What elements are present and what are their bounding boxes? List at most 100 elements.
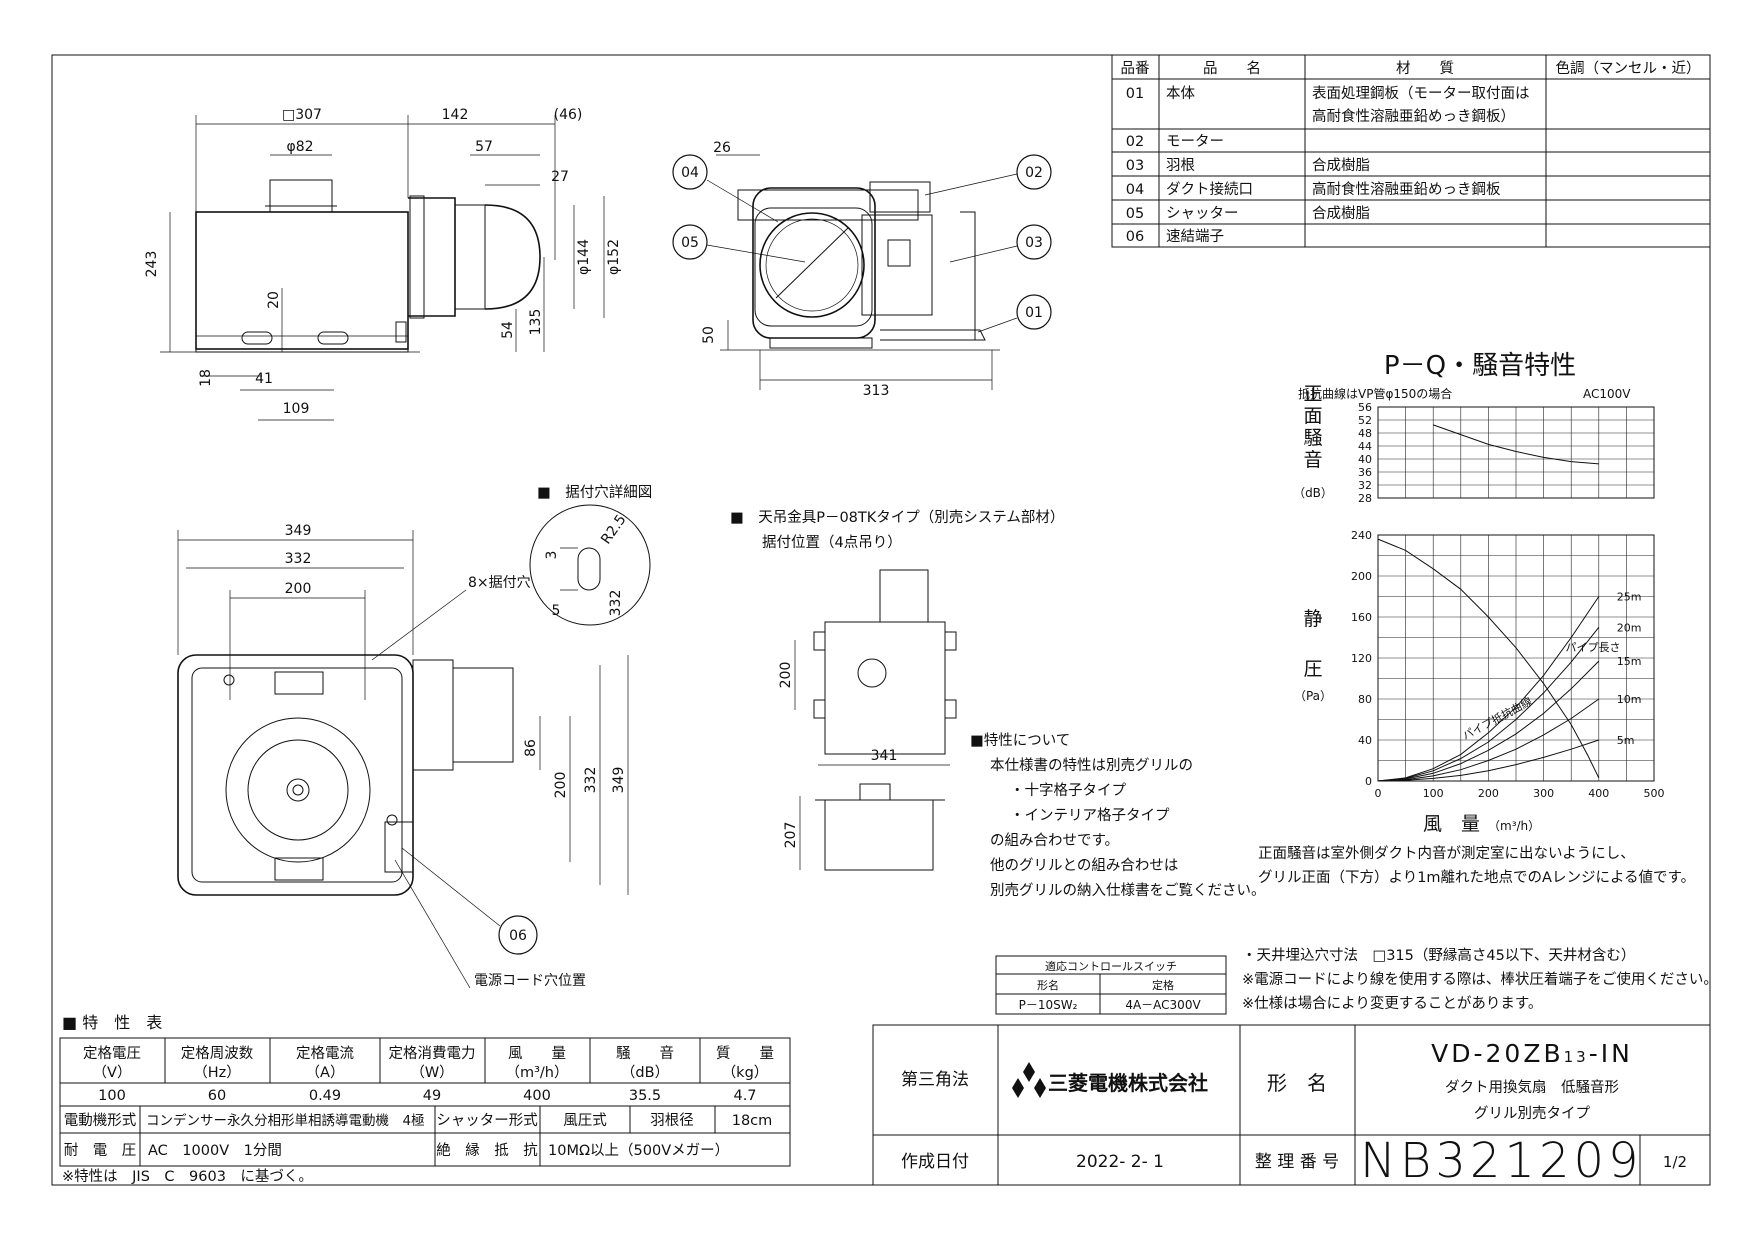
noise-ylabel-char: 正 bbox=[1303, 383, 1322, 405]
callout-01 bbox=[1016, 294, 1052, 330]
date-value: 2022- 2- 1 bbox=[1076, 1152, 1164, 1172]
cs-header: 形名 bbox=[1037, 978, 1059, 992]
noise-series-line bbox=[1433, 424, 1599, 465]
parts-row-name: モーター bbox=[1166, 133, 1224, 150]
spec-unit: （kg） bbox=[722, 1064, 769, 1081]
dim-label: φ144 bbox=[576, 239, 592, 275]
spec-unit: （dB） bbox=[621, 1064, 669, 1081]
pq-xtick: 0 bbox=[1375, 787, 1382, 800]
dim-label: 200 bbox=[778, 662, 794, 689]
parts-row-material: 表面処理鋼板（モーター取付面は bbox=[1312, 84, 1530, 102]
dim-label: 332 bbox=[285, 551, 312, 567]
dim-label: 200 bbox=[553, 772, 569, 799]
noise-ylabel-char: 騒 bbox=[1303, 427, 1322, 449]
pq-pipe-curve bbox=[1377, 739, 1599, 782]
parts-row-material: 高耐食性溶融亜鉛めっき鋼板 bbox=[1312, 180, 1501, 198]
dim-label: R2.5 bbox=[598, 512, 629, 547]
dim-label: 109 bbox=[283, 401, 310, 417]
dim-label: 142 bbox=[442, 107, 469, 123]
pq-ytick: 200 bbox=[1351, 570, 1372, 583]
pq-xlabel: 風 量 bbox=[1423, 813, 1480, 835]
parts-row-material-2: 高耐食性溶融亜鉛めっき鋼板） bbox=[1312, 107, 1515, 125]
dim-label: 5 bbox=[552, 603, 561, 619]
pq-ytick: 120 bbox=[1351, 652, 1372, 665]
dim-label: 57 bbox=[475, 139, 493, 155]
callout-label: 02 bbox=[1025, 165, 1043, 181]
pq-pipe-curve bbox=[1377, 660, 1600, 782]
dim-label: 332 bbox=[583, 767, 599, 794]
noise-yunit: （dB） bbox=[1293, 486, 1333, 500]
dim-label: 18 bbox=[198, 369, 214, 387]
noise-ytick: 48 bbox=[1358, 427, 1372, 440]
spec-header: 定格電圧 bbox=[83, 1045, 141, 1062]
dim-label: 3 bbox=[544, 551, 560, 560]
dim-label: 27 bbox=[551, 169, 569, 185]
spec-table: ■ 特 性 表 定格電圧 （V） 定格周波数 （Hz） 定格電流 （A） 定格消… bbox=[59, 1013, 791, 1185]
dim-label: 332 bbox=[608, 590, 624, 617]
side-view: □307 142 (46) φ82 57 27 243 φ144 φ152 20… bbox=[144, 107, 622, 421]
model-suffix: -IN bbox=[1589, 1039, 1633, 1068]
char-notes-line: 別売グリルの納入仕様書をご覧ください。 bbox=[990, 882, 1266, 899]
spec-unit: （Hz） bbox=[193, 1064, 241, 1081]
spec-header: 定格周波数 bbox=[181, 1045, 254, 1062]
parts-table: 品番 品 名 材 質 色調（マンセル・近） 01 本体 表面処理鋼板（モーター取… bbox=[1111, 54, 1711, 248]
callout-label: 01 bbox=[1025, 305, 1043, 321]
dim-label: φ152 bbox=[606, 239, 622, 275]
parts-row-no: 04 bbox=[1126, 182, 1144, 198]
dim-label: 86 bbox=[523, 739, 539, 757]
parts-row-no: 01 bbox=[1126, 86, 1144, 102]
pq-xtick: 100 bbox=[1423, 787, 1444, 800]
cs-value: 4A－AC300V bbox=[1125, 998, 1201, 1012]
spec-row-label: 絶 縁 抵 抗 bbox=[436, 1142, 538, 1159]
spec-value: 60 bbox=[208, 1088, 226, 1104]
page-number: 1/2 bbox=[1663, 1153, 1687, 1171]
noise-ylabel-char: 音 bbox=[1303, 449, 1322, 471]
model-label: 形 名 bbox=[1267, 1071, 1327, 1095]
dim-label: 20 bbox=[266, 291, 282, 309]
parts-row-name: 羽根 bbox=[1166, 157, 1195, 174]
model-number: VD-20ZB13-IN bbox=[1431, 1039, 1633, 1068]
dim-label: 313 bbox=[863, 383, 890, 399]
char-notes-line: ・十字格子タイプ bbox=[1010, 782, 1126, 799]
hanger-title: ■ 天吊金具P－08TKタイプ（別売システム部材） bbox=[730, 509, 1064, 526]
control-switch-table: 適応コントロールスイッチ 形名 定格 P－10SW₂ 4A－AC300V bbox=[995, 955, 1227, 1015]
noise-note: 正面騒音は室外側ダクト内音が測定室に出ないようにし、 グリル正面（下方）より1m… bbox=[1258, 845, 1695, 886]
parts-row-no: 05 bbox=[1126, 206, 1144, 222]
mitsubishi-logo-icon bbox=[1012, 1062, 1046, 1098]
parts-row-material: 合成樹脂 bbox=[1312, 205, 1370, 222]
pq-pipe-curve bbox=[1377, 596, 1600, 782]
pq-series-label: 5m bbox=[1617, 734, 1635, 747]
spec-header: 風 量 bbox=[508, 1046, 566, 1062]
pq-xunit: （m³/h） bbox=[1488, 819, 1540, 833]
spec-header: 定格電流 bbox=[296, 1045, 354, 1062]
spec-row-label: シャッター形式 bbox=[436, 1112, 538, 1129]
title-block: 第三角法 三菱電機株式会社 形 名 VD-20ZB13-IN ダクト用換気扇 低… bbox=[872, 1024, 1711, 1189]
spec-row-label: 耐 電 圧 bbox=[64, 1142, 137, 1159]
model-desc-2: グリル別売タイプ bbox=[1474, 1105, 1590, 1122]
parts-header-no: 品番 bbox=[1121, 60, 1150, 77]
spec-header: 定格消費電力 bbox=[389, 1045, 476, 1062]
chart-title: P－Q・騒音特性 bbox=[1384, 351, 1576, 381]
projection-label: 第三角法 bbox=[901, 1070, 969, 1090]
dim-label: □307 bbox=[282, 107, 322, 123]
dim-label: 349 bbox=[285, 523, 312, 539]
parts-row-name: シャッター bbox=[1166, 205, 1239, 222]
spec-row-value: 18cm bbox=[732, 1113, 773, 1129]
side-note-line: ※電源コードにより線を使用する際は、棒状圧着端子をご使用ください。 bbox=[1242, 971, 1718, 988]
pipe-title: パイプ長さ bbox=[1566, 641, 1621, 654]
char-notes-line: ・インテリア格子タイプ bbox=[1010, 807, 1170, 824]
parts-row-no: 06 bbox=[1126, 229, 1144, 245]
noise-ytick: 36 bbox=[1358, 466, 1372, 479]
pq-yunit: （Pa） bbox=[1294, 689, 1332, 703]
dim-label: 41 bbox=[255, 371, 273, 387]
doc-label: 整 理 番 号 bbox=[1255, 1152, 1339, 1172]
model-desc-1: ダクト用換気扇 低騒音形 bbox=[1445, 1079, 1619, 1096]
dim-label: 135 bbox=[528, 309, 544, 336]
parts-header-material: 材 質 bbox=[1396, 59, 1454, 77]
noise-ytick: 44 bbox=[1358, 440, 1372, 453]
date-label: 作成日付 bbox=[901, 1152, 969, 1172]
noise-ytick: 40 bbox=[1358, 453, 1372, 466]
parts-row-name: 本体 bbox=[1166, 85, 1195, 102]
noise-ytick: 52 bbox=[1358, 414, 1372, 427]
pq-ylabel-2: 圧 bbox=[1303, 658, 1322, 680]
